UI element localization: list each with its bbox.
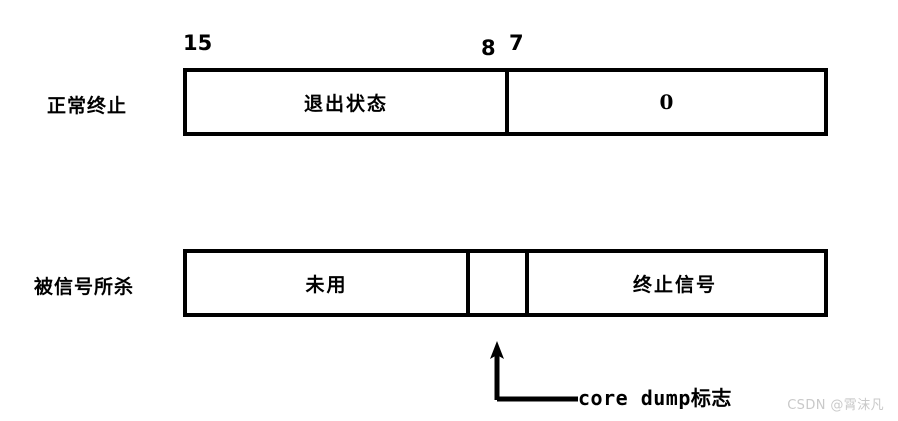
- bitfield-cell-zero: 0: [505, 72, 824, 132]
- watermark: CSDN @霄沫凡: [787, 398, 884, 413]
- row-label-killed-by-signal: 被信号所杀: [34, 276, 135, 298]
- bit-tick-7: 7: [509, 31, 524, 55]
- bitfield-row-normal-termination: 退出状态 0: [183, 68, 828, 136]
- bitfield-row-killed-by-signal: 未用 终止信号: [183, 249, 828, 317]
- callout-label-core-dump-flag: core dump标志: [578, 386, 732, 410]
- row-label-normal-termination: 正常终止: [47, 95, 128, 117]
- bitfield-cell-exit-status: 退出状态: [303, 92, 388, 115]
- bit-tick-15: 15: [183, 31, 213, 55]
- bitfield-cell-unused: 未用: [305, 273, 348, 296]
- bitfield-cell-termination-signal: 终止信号: [525, 253, 821, 313]
- bitfield-cell-core-dump-flag: [466, 253, 525, 313]
- bit-tick-8: 8: [481, 36, 496, 60]
